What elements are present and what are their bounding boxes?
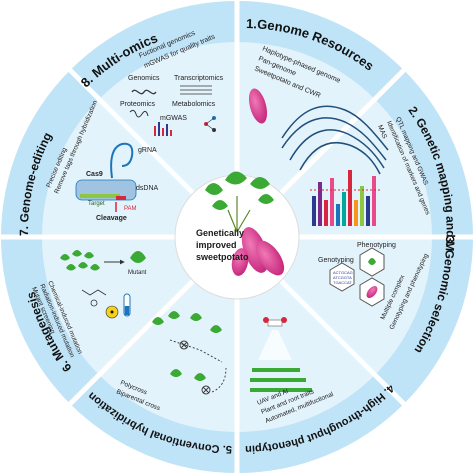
svg-text:ACTGCAG: ACTGCAG (333, 270, 353, 275)
s6-label-mutant: Mutant (128, 270, 147, 276)
s4-drone-icon (258, 317, 292, 360)
center-label-line3: sweetpotato (196, 252, 249, 262)
s5-cross-symbols (169, 339, 227, 395)
s3-label-genotyping: Genotyping (318, 257, 354, 264)
center-label-line1: Genetically (196, 228, 244, 238)
s8-label-transcriptomics: Transcriptomics (174, 75, 224, 82)
s6-test-tube-icon (123, 293, 131, 317)
s8-metabolomics-icon (204, 116, 216, 132)
s7-cas9-complex (75, 142, 137, 212)
s8-label-mgwas: mGWAS (160, 115, 187, 122)
s1-root-icon (248, 88, 268, 124)
s8-genomics-icon (131, 89, 157, 95)
s7-label-pam: PAM (124, 206, 137, 212)
center-label-line2: improved (196, 240, 237, 250)
s7-label-target: Target (88, 201, 105, 207)
s8-proteomics-icon (129, 109, 149, 118)
sweetpotato-leaves (205, 171, 274, 210)
s7-label-grna: gRNA (138, 147, 157, 154)
s6-seedlings (60, 250, 146, 271)
s7-label-cleavage: Cleavage (96, 215, 127, 222)
s8-label-proteomics: Proteomics (120, 101, 156, 108)
s5-plants (152, 311, 222, 381)
s8-label-metabolomics: Metabolomics (172, 101, 216, 108)
s7-label-cas9: Cas9 (86, 171, 103, 178)
s1-dna-helix-icon (281, 105, 389, 175)
svg-text:TGACCAT: TGACCAT (333, 280, 352, 285)
svg-text:ATCGGTA: ATCGGTA (333, 275, 352, 280)
s8-mgwas-plot-icon (154, 122, 172, 136)
s3-label-phenotyping: Phenotyping (357, 242, 396, 249)
s6-radiation-icon (105, 305, 119, 319)
s2-manhattan-plot (310, 170, 380, 226)
s8-transcriptomics-icon (180, 85, 212, 95)
center-panel: Genetically improved sweetpotato (174, 171, 300, 300)
s6-chemical-structure (81, 289, 107, 307)
s7-label-dsdna: dsDNA (136, 185, 159, 192)
s4-field-rows (250, 368, 312, 392)
s8-label-genomics: Genomics (128, 75, 160, 82)
storage-roots (231, 227, 285, 276)
